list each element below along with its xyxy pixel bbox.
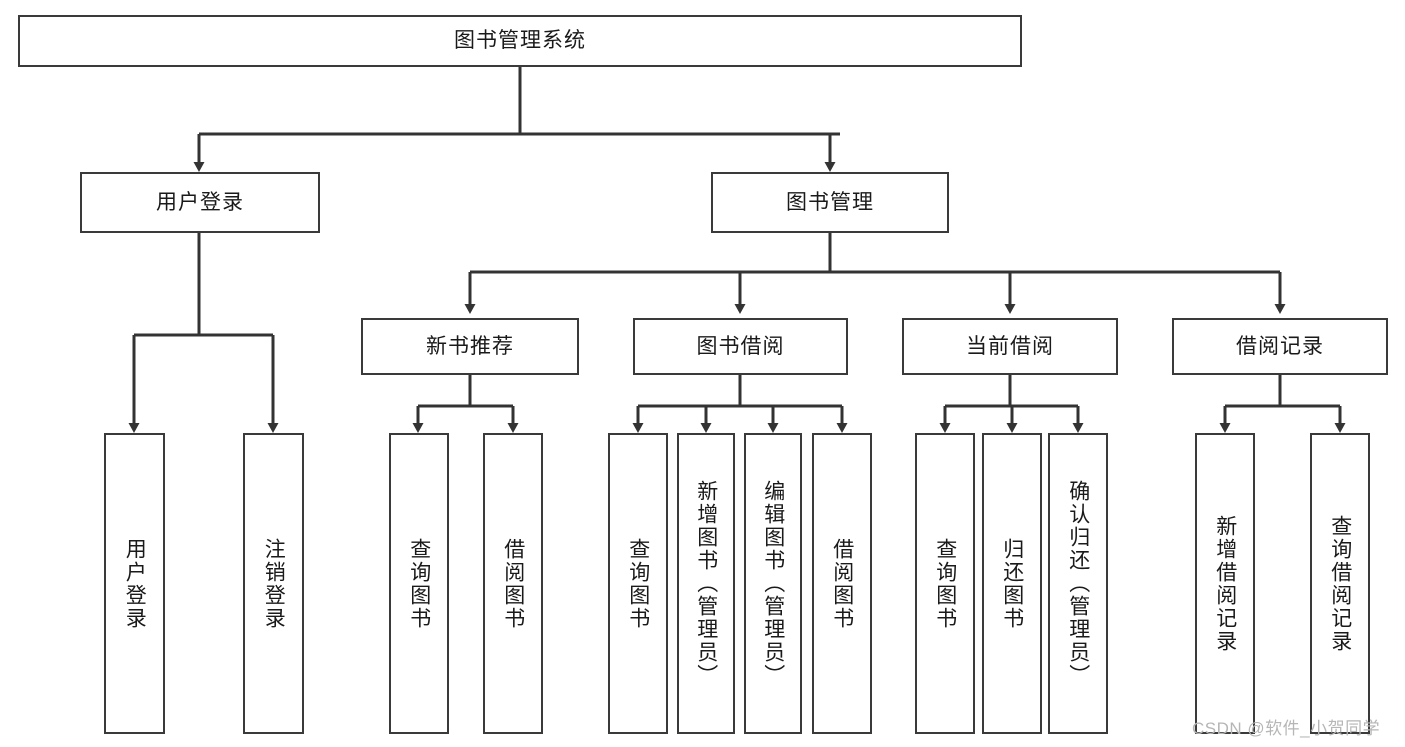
node-label: 图书管理系统 [454,29,586,53]
node-leaf-borrow-book[interactable]: 借阅图书 [812,433,872,734]
node-leaf-query-book-new[interactable]: 查询图书 [389,433,449,734]
node-label: 归还图书 [1000,537,1024,630]
node-root-book-management-system[interactable]: 图书管理系统 [18,15,1022,67]
node-label: 查询借阅记录 [1328,514,1352,653]
node-label: 用户登录 [156,190,244,214]
node-label: 借阅记录 [1236,334,1324,358]
node-label: 查询图书 [933,537,957,630]
node-leaf-add-book-admin[interactable]: 新增图书（管理员） [677,433,735,734]
node-label: 新增图书（管理员） [694,480,718,687]
node-book-management[interactable]: 图书管理 [711,172,949,233]
node-leaf-logout[interactable]: 注销登录 [243,433,304,734]
node-user-login[interactable]: 用户登录 [80,172,320,233]
node-new-book-recommendation[interactable]: 新书推荐 [361,318,579,375]
watermark-text: CSDN @软件_小贺同学 [1192,719,1381,738]
node-book-borrowing[interactable]: 图书借阅 [633,318,848,375]
node-leaf-return-book[interactable]: 归还图书 [982,433,1042,734]
node-current-borrowing[interactable]: 当前借阅 [902,318,1118,375]
node-borrowing-records[interactable]: 借阅记录 [1172,318,1388,375]
node-label: 用户登录 [123,537,147,630]
node-label: 当前借阅 [966,334,1054,358]
node-label: 借阅图书 [830,537,854,630]
node-label: 确认归还（管理员） [1066,480,1090,687]
node-leaf-edit-book-admin[interactable]: 编辑图书（管理员） [744,433,802,734]
node-leaf-borrow-book-new[interactable]: 借阅图书 [483,433,543,734]
node-label: 图书管理 [786,190,874,214]
node-leaf-user-login[interactable]: 用户登录 [104,433,165,734]
node-leaf-query-borrow-record[interactable]: 查询借阅记录 [1310,433,1370,734]
node-leaf-query-book-current[interactable]: 查询图书 [915,433,975,734]
node-leaf-add-borrow-record[interactable]: 新增借阅记录 [1195,433,1255,734]
node-label: 查询图书 [626,537,650,630]
node-label: 借阅图书 [501,537,525,630]
node-label: 注销登录 [262,537,286,630]
node-label: 新书推荐 [426,334,514,358]
node-label: 编辑图书（管理员） [761,480,785,687]
node-leaf-confirm-return-admin[interactable]: 确认归还（管理员） [1048,433,1108,734]
node-leaf-query-book-borrow[interactable]: 查询图书 [608,433,668,734]
node-label: 查询图书 [407,537,431,630]
node-label: 新增借阅记录 [1213,514,1237,653]
node-label: 图书借阅 [696,334,785,358]
